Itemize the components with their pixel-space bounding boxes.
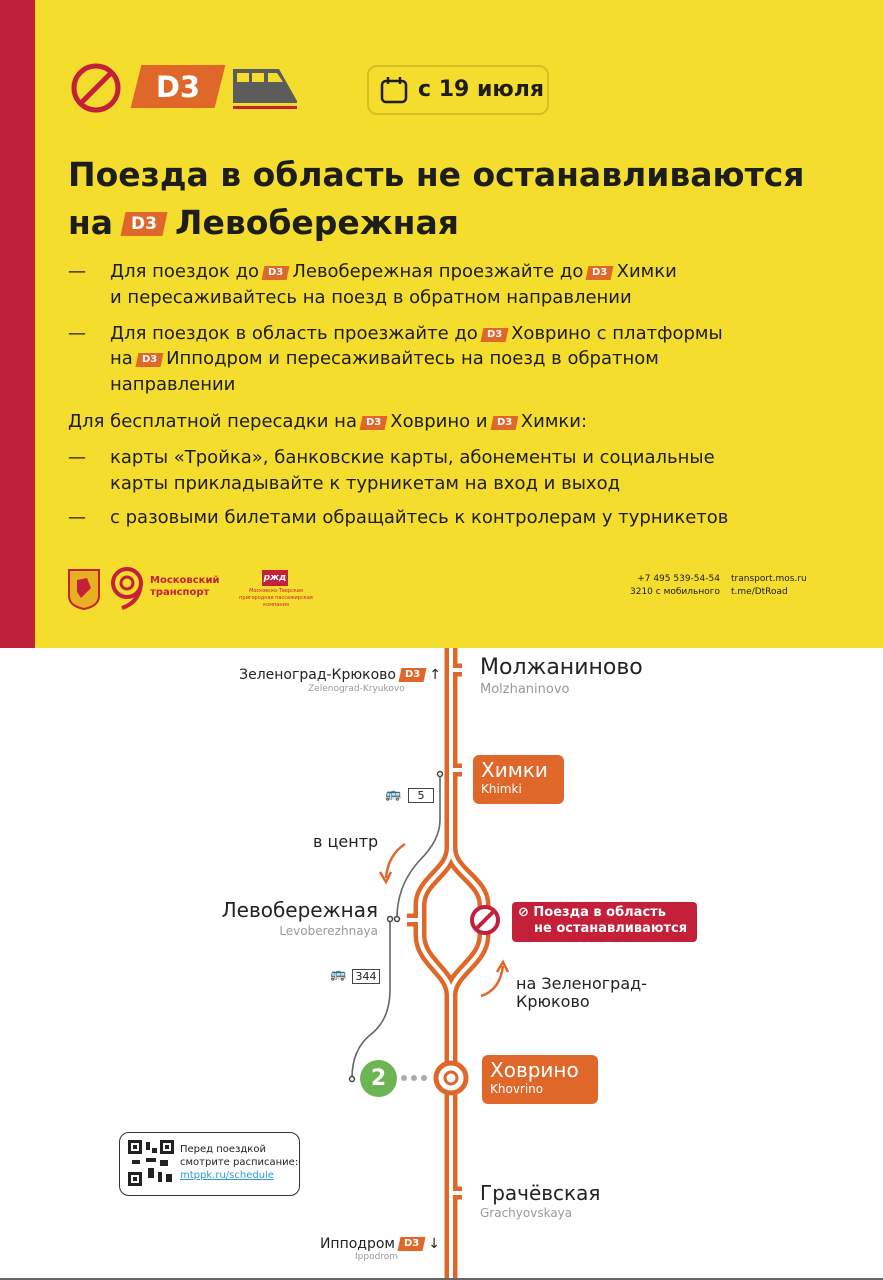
moscow-transport-logo-icon [111,567,143,610]
d3-badge: D3 [135,353,164,367]
title-station: Левобережная [175,203,459,242]
terminal-zelenograd-latin: Zelenograd-Kryukovo [308,684,405,694]
station-grachyovskaya: Грачёвская [480,1181,601,1205]
title-line-1: Поезда в область не останавливаются [68,155,805,194]
direction-to-center: в центр [313,832,379,851]
station-molzhaninovo-latin: Molzhaninovo [480,682,570,697]
dash: — [68,323,86,344]
station-levoberezhnaya-latin: Levoberezhnaya [279,924,378,938]
d3-badge: D3 [120,212,168,236]
terminal-ippodrom-latin: Ippodrom [355,1252,399,1262]
bottom-border [0,1278,883,1280]
dash: — [68,507,86,528]
direction-to-zelenograd: на Зеленоград-Крюково [516,974,647,1011]
d3-badge-label: D3 [155,70,201,104]
d3-badge: D3 [359,416,388,430]
no-stop-icon [470,905,500,935]
metro-line-2-badge: 2 [360,1060,397,1097]
date-label: с 19 июля [418,77,545,102]
bus-route-344: 344 [352,969,380,984]
bus-route-5: 5 [408,788,434,803]
rzd-logo: ржд [262,570,288,586]
d3-badge: D3 [585,266,615,280]
bus-icon: 🚌 [330,967,347,982]
d3-badge: D3 [480,328,509,342]
prohibition-icon [71,63,121,113]
train-icon [233,69,297,109]
station-levoberezhnaya: Левобережная [221,898,378,922]
date-pill [367,65,549,115]
bus-icon: 🚌 [385,787,402,802]
side-stripe [0,0,35,648]
bullet-1-line-2: и пересаживайтесь на поезд в обратном на… [110,287,632,308]
d3-badge: D3 [397,1237,426,1251]
transfer-item-1-line-2: карты прикладывайте к турникетам на вход… [110,473,621,494]
dash: — [68,261,86,282]
moscow-coat-of-arms-icon [68,569,100,610]
transfer-item-1-line-1: карты «Тройка», банковские карты, абонем… [110,447,715,468]
station-grachyovskaya-latin: Grachyovskaya [480,1206,573,1220]
title-prefix: на [68,203,114,242]
dash: — [68,447,86,468]
notice-panel [0,0,883,648]
rzd-company-name: Московско-Тверская пригородная пассажирс… [239,588,313,608]
arrow-down-icon: ↓ [428,1236,440,1252]
qr-code-icon[interactable] [128,1140,174,1186]
d3-badge: D3 [261,266,290,280]
qr-info-box [119,1132,300,1196]
station-molzhaninovo: Молжаниново [480,655,643,680]
d3-badge: D3 [490,416,519,430]
schedule-link[interactable]: mtppk.ru/schedule [180,1170,274,1181]
d3-badge: D3 [398,668,427,682]
arrow-up-icon: ↑ [429,667,441,683]
bullet-2-line-3: направлении [110,374,236,395]
calendar-icon [380,77,408,104]
transfer-item-2-line-1: с разовыми билетами обращайтесь к контро… [110,507,729,528]
